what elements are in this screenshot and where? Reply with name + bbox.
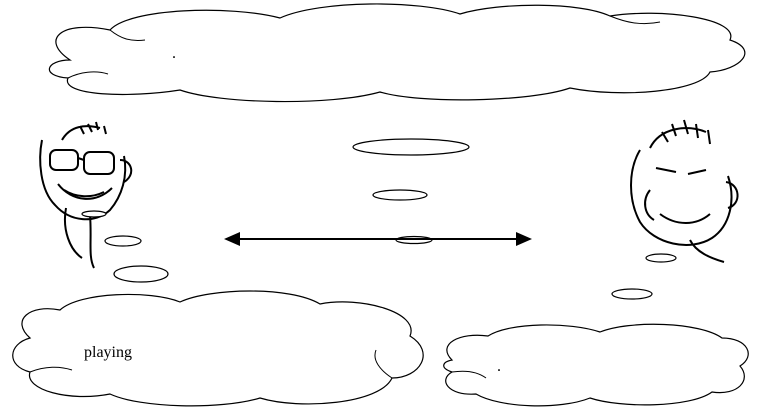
center-thought-oval-1 xyxy=(352,138,470,156)
right-bubble-text: . xyxy=(497,358,501,375)
right-thought-oval-2 xyxy=(611,288,653,300)
left-thought-oval-1 xyxy=(81,210,107,218)
top-bubble-text: . xyxy=(172,45,176,62)
right-thought-oval-1 xyxy=(645,253,677,263)
right-thought-cloud xyxy=(443,323,749,407)
left-thought-oval-2 xyxy=(104,235,142,247)
double-headed-arrow xyxy=(224,232,532,246)
left-thought-oval-3 xyxy=(113,265,169,283)
smiling-man-with-glasses-face xyxy=(39,121,133,269)
left-bubble-text: playing xyxy=(84,344,132,361)
left-thought-cloud xyxy=(12,290,424,407)
grimacing-man-face xyxy=(630,119,739,263)
top-thought-cloud xyxy=(48,3,746,103)
center-thought-oval-2 xyxy=(372,189,428,201)
